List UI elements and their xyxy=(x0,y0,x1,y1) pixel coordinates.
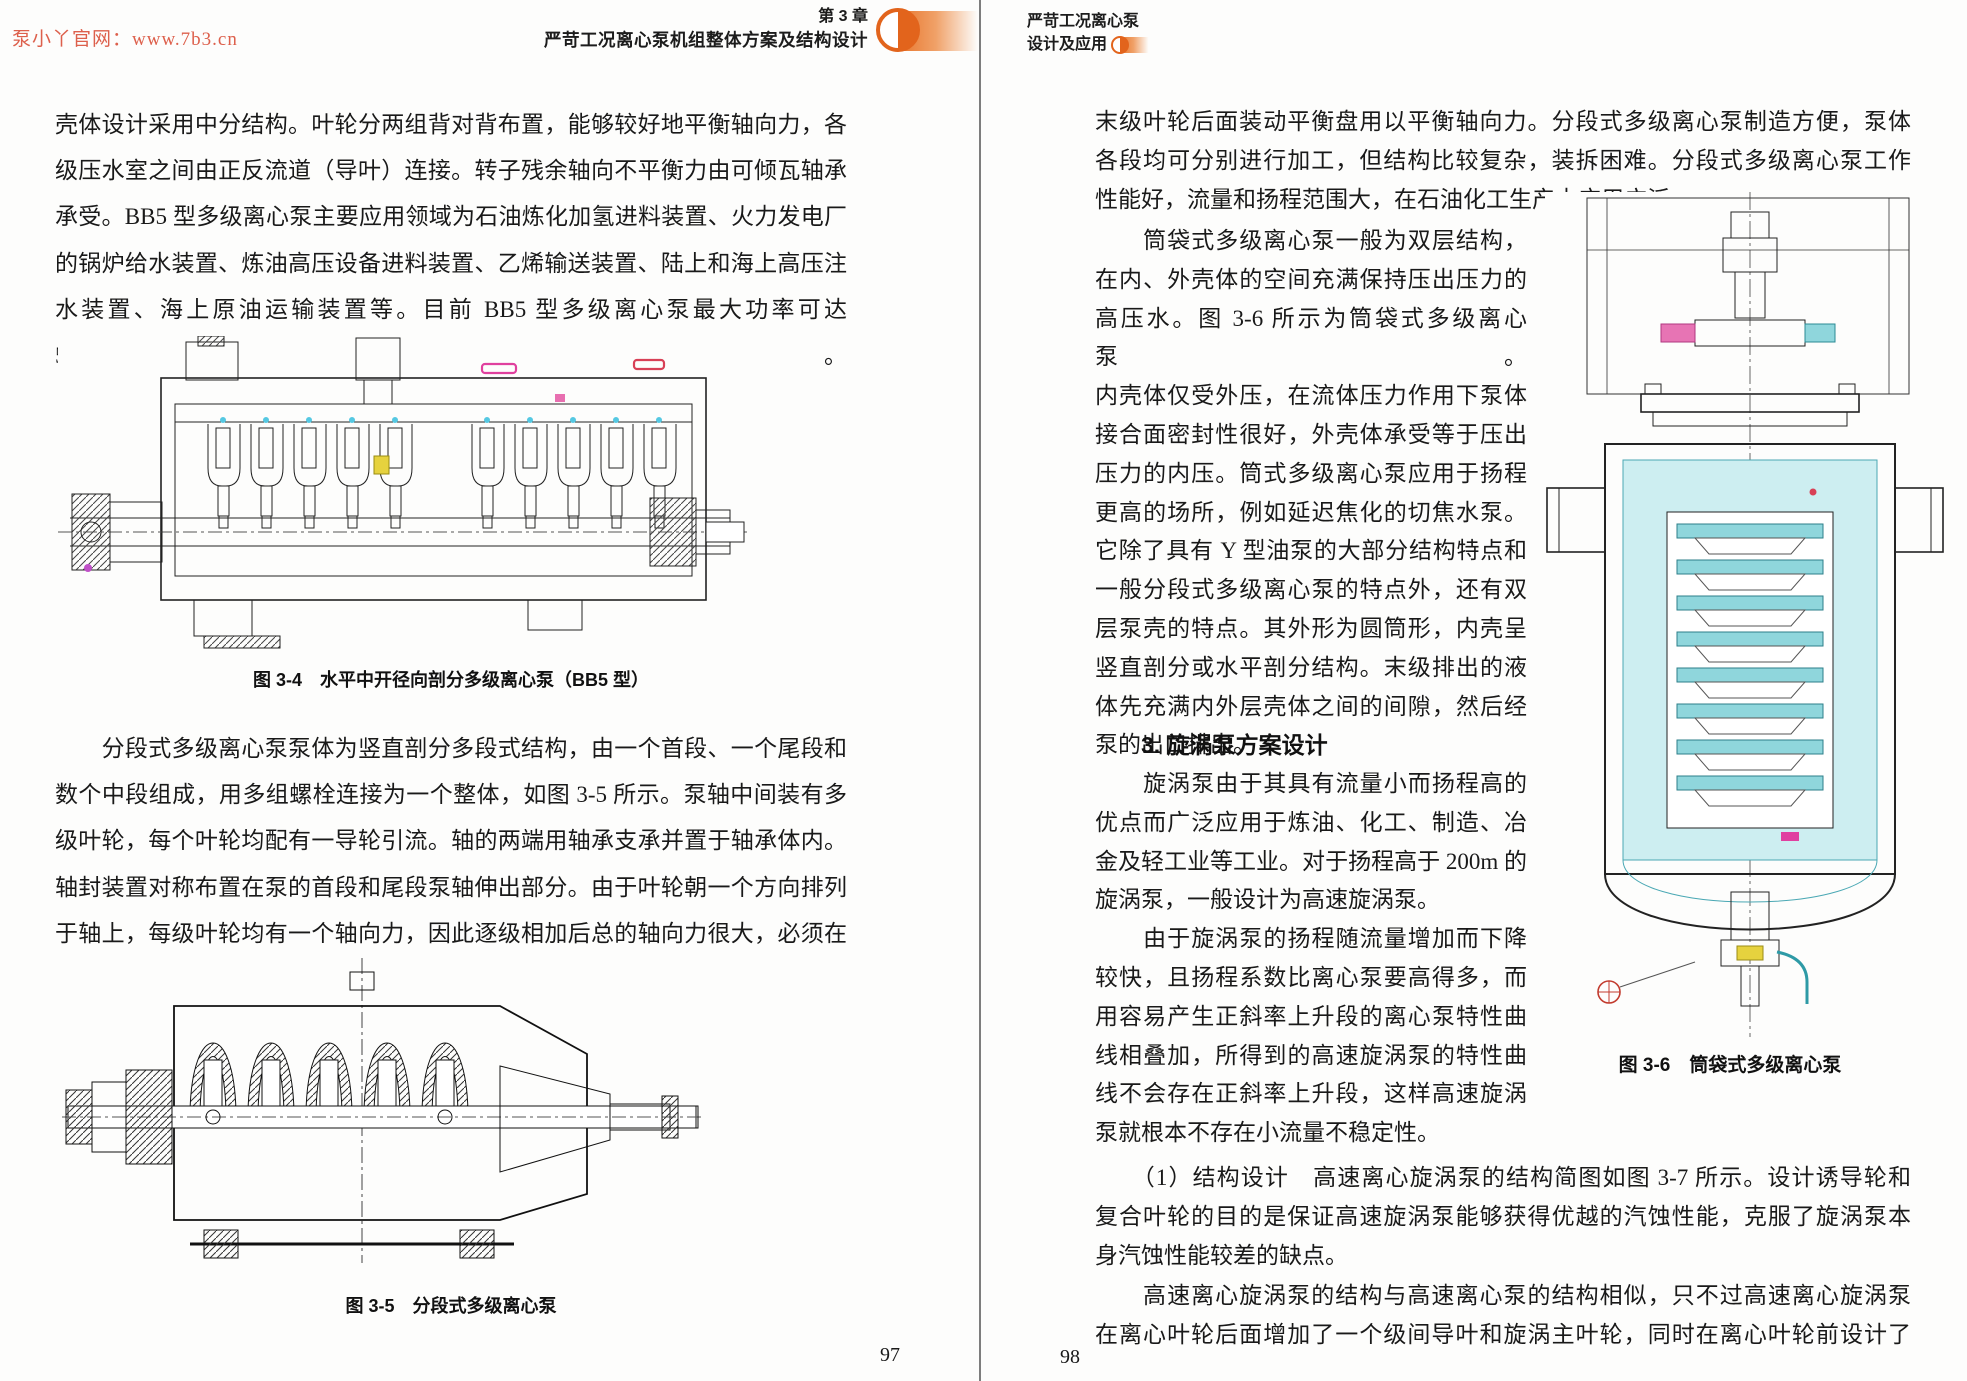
text-line: 较快，且扬程系数比离心泵要高得多，而 xyxy=(1095,964,1527,990)
text-line: 筒袋式多级离心泵一般为双层结构， xyxy=(1095,228,1527,253)
column-paragraphs: 筒袋式多级离心泵一般为双层结构， 在内、外壳体的空间充满保持压出压力的高压水。图 … xyxy=(1095,222,1527,765)
text-line: 在内、外壳体的空间充满保持压出压力的 xyxy=(1095,266,1527,292)
text-line: 高速离心旋涡泵的结构与高速离心泵的结构相似，只不过高速离心旋涡泵 xyxy=(1095,1282,1911,1308)
text-line: 旋涡泵，一般设计为高速旋涡泵。 xyxy=(1095,887,1440,913)
text-line: 线相叠加，所得到的高速旋涡泵的特性曲 xyxy=(1095,1042,1527,1068)
column-paragraphs: 旋涡泵由于其具有流量小而扬程高的优点而广泛应用于炼油、化工、制造、冶金及轻工业等… xyxy=(1095,765,1527,1153)
chapter-number: 第 3 章 xyxy=(818,8,868,25)
text-line: 泵就根本不存在小流量不稳定性。 xyxy=(1095,1120,1440,1146)
text-line: 各段均可分别进行加工，但结构比较复杂，装拆困难。分段式多级离心泵工作 xyxy=(1095,148,1911,173)
page-divider xyxy=(979,0,981,1381)
chapter-title: 严苛工况离心泵机组整体方案及结构设计 xyxy=(544,30,868,50)
section-heading: 3. 旋涡泵方案设计 xyxy=(1141,732,1328,758)
book-title-line2: 设计及应用 xyxy=(1027,33,1287,56)
page-number-97: 97 xyxy=(880,1344,900,1366)
text-line: 内壳体仅受外压，在流体压力作用下泵体 xyxy=(1095,383,1527,409)
text-line: 体先充满内外层壳体之间的间隙，然后经 xyxy=(1095,693,1527,719)
text-line: 层泵壳的特点。其外形为圆筒形，内壳呈 xyxy=(1095,615,1527,641)
figure-3-5 xyxy=(62,958,702,1288)
page-number-98: 98 xyxy=(1060,1346,1080,1368)
text-line: 复合叶轮的目的是保证高速旋涡泵能够获得优越的汽蚀性能，克服了旋涡泵本 xyxy=(1095,1204,1911,1230)
text-line: 更高的场所，例如延迟焦化的切焦水泵。 xyxy=(1095,499,1527,525)
figure-3-5-caption: 图 3-5 分段式多级离心泵 xyxy=(345,1296,557,1316)
figure-3-4 xyxy=(58,336,748,662)
text-line: 轴封装置对称布置在泵的首段和尾段泵轴伸出部分。由于叶轮朝一个方向排列 xyxy=(55,874,847,900)
text-line: 高压水。图 3-6 所示为筒袋式多级离心泵。 xyxy=(1095,305,1527,370)
text-line: 身汽蚀性能较差的缺点。 xyxy=(1095,1243,1348,1269)
text-line: 压力的内压。筒式多级离心泵应用于扬程 xyxy=(1095,460,1527,486)
chapter-logo-small-icon xyxy=(1111,35,1151,54)
text-line: 一般分段式多级离心泵的特点外，还有双 xyxy=(1095,577,1527,603)
left-running-head: 第 3 章 严苛工况离心泵机组整体方案及结构设计 xyxy=(300,6,868,52)
text-line: 的锅炉给水装置、炼油高压设备进料装置、乙烯输送装置、陆上和海上高压注 xyxy=(55,250,847,276)
figure-3-4-caption: 图 3-4 水平中开径向剖分多级离心泵（BB5 型） xyxy=(252,670,650,690)
text-line: 优点而广泛应用于炼油、化工、制造、冶 xyxy=(1095,809,1527,835)
watermark-text: 泵小丫官网：www.7b3.cn xyxy=(12,29,238,50)
text-line: 级叶轮，每个叶轮均配有一导轮引流。轴的两端用轴承支承并置于轴承体内。 xyxy=(55,828,847,854)
text-line: 用容易产生正斜率上升段的离心泵特性曲 xyxy=(1095,1003,1527,1029)
text-line: 由于旋涡泵的扬程随流量增加而下降 xyxy=(1095,926,1527,952)
paragraph: （1）结构设计 高速离心旋涡泵的结构简图如图 3-7 所示。设计诱导轮和复合叶轮… xyxy=(1095,1158,1911,1354)
text-line: 数个中段组成，用多组螺栓连接为一个整体，如图 3-5 所示。泵轴中间装有多 xyxy=(55,782,847,808)
book-title-line2-text: 设计及应用 xyxy=(1027,36,1108,53)
text-line: 壳体设计采用中分结构。叶轮分两组背对背布置，能够较好地平衡轴向力，各 xyxy=(55,112,847,137)
text-line: 级压水室之间由正反流道（导叶）连接。转子残余轴向不平衡力由可倾瓦轴承 xyxy=(55,158,847,184)
text-line: 金及轻工业等工业。对于扬程高于 200m 的 xyxy=(1095,848,1527,874)
text-line: 泵的出口排出。 xyxy=(1095,732,1256,758)
text-line: 在离心叶轮后面增加了一个级间导叶和旋涡主叶轮，同时在离心叶轮前设计了 xyxy=(1095,1321,1911,1347)
text-line: 接合面密封性很好，外壳体承受等于压出 xyxy=(1095,421,1527,447)
paragraph: 分段式多级离心泵泵体为竖直剖分多段式结构，由一个首段、一个尾段和数个中段组成，用… xyxy=(55,726,847,957)
logo-circle-icon xyxy=(876,8,920,52)
text-line: 线不会存在正斜率上升段，这样高速旋涡 xyxy=(1095,1081,1527,1107)
figure-3-6 xyxy=(1545,192,1945,1040)
book-title-line1: 严苛工况离心泵 xyxy=(1027,13,1140,30)
figure-3-6-drawing xyxy=(1546,192,1944,1037)
figure-3-5-drawing xyxy=(62,958,702,1263)
figure-3-6-caption: 图 3-6 筒袋式多级离心泵 xyxy=(1618,1055,1842,1076)
text-line: （1）结构设计 高速离心旋涡泵的结构简图如图 3-7 所示。设计诱导轮和 xyxy=(1095,1165,1911,1190)
figure-3-4-drawing xyxy=(58,336,748,649)
logo-circle-icon xyxy=(1111,35,1130,54)
text-line: 末级叶轮后面装动平衡盘用以平衡轴向力。分段式多级离心泵制造方便，泵体 xyxy=(1095,109,1911,134)
text-line: 分段式多级离心泵泵体为竖直剖分多段式结构，由一个首段、一个尾段和 xyxy=(55,736,847,761)
text-line: 承受。BB5 型多级离心泵主要应用领域为石油炼化加氢进料装置、火力发电厂 xyxy=(55,204,847,230)
chapter-logo-icon xyxy=(876,8,1006,54)
text-line: 竖直剖分或水平剖分结构。末级排出的液 xyxy=(1095,654,1527,680)
text-line: 它除了具有 Y 型油泵的大部分结构特点和 xyxy=(1095,538,1527,564)
right-running-head: 严苛工况离心泵 设计及应用 xyxy=(1027,10,1287,56)
text-line: 旋涡泵由于其具有流量小而扬程高的 xyxy=(1095,771,1527,796)
text-line: 于轴上，每级叶轮均有一个轴向力，因此逐级相加后总的轴向力很大，必须在 xyxy=(55,920,847,946)
